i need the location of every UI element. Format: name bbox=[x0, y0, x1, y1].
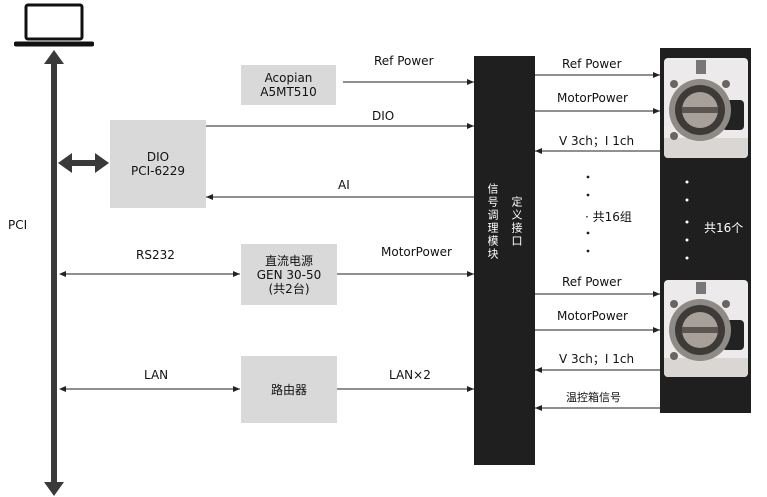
bottom-v-i-label: V 3ch；I 1ch bbox=[559, 352, 635, 366]
laptop-icon bbox=[14, 3, 94, 47]
throttle-body-image-top bbox=[664, 58, 748, 158]
power-supply-line1: 直流电源 bbox=[264, 253, 313, 268]
dio-card-line2: PCI-6229 bbox=[130, 164, 186, 178]
top-motor-power-label: MotorPower bbox=[557, 91, 628, 105]
ai-label: AI bbox=[338, 178, 350, 192]
group-count-label: · 共16组 bbox=[585, 210, 632, 224]
module-label-col2: 定义接口 bbox=[510, 196, 523, 248]
dio-label: DIO bbox=[372, 109, 395, 123]
acopian-line1: Acopian bbox=[264, 71, 313, 85]
signal-conditioning-module bbox=[474, 56, 535, 465]
power-supply-box: 直流电源 GEN 30-50 (共2台) bbox=[241, 244, 337, 305]
power-supply-line3: (共2台) bbox=[268, 281, 310, 296]
pci-bus-label: PCI bbox=[8, 218, 28, 232]
throttle-body-image-bottom bbox=[664, 280, 748, 377]
rs232-label: RS232 bbox=[136, 248, 175, 262]
ref-power-label: Ref Power bbox=[374, 54, 434, 68]
top-ref-power-label: Ref Power bbox=[562, 57, 622, 71]
router-line1: 路由器 bbox=[270, 382, 307, 397]
temp-signal-label: 温控箱信号 bbox=[566, 391, 621, 404]
panel-dots bbox=[685, 180, 689, 260]
bottom-ref-power-label: Ref Power bbox=[562, 275, 622, 289]
dio-card-box: DIO PCI-6229 bbox=[110, 120, 206, 208]
acopian-box: Acopian A5MT510 bbox=[241, 65, 336, 105]
power-supply-line2: GEN 30-50 bbox=[256, 267, 322, 282]
motor-power-label: MotorPower bbox=[381, 245, 452, 259]
bottom-motor-power-label: MotorPower bbox=[557, 309, 628, 323]
dio-card-line1: DIO bbox=[146, 150, 170, 164]
panel-count-label: 共16个 bbox=[704, 221, 744, 235]
lan2-label: LAN×2 bbox=[389, 368, 431, 382]
lan-label: LAN bbox=[144, 368, 169, 382]
module-label-col1: 信号调理模块 bbox=[486, 183, 499, 261]
acopian-line2: A5MT510 bbox=[260, 85, 317, 99]
router-box: 路由器 bbox=[241, 356, 337, 423]
top-v-i-label: V 3ch；I 1ch bbox=[559, 134, 635, 148]
